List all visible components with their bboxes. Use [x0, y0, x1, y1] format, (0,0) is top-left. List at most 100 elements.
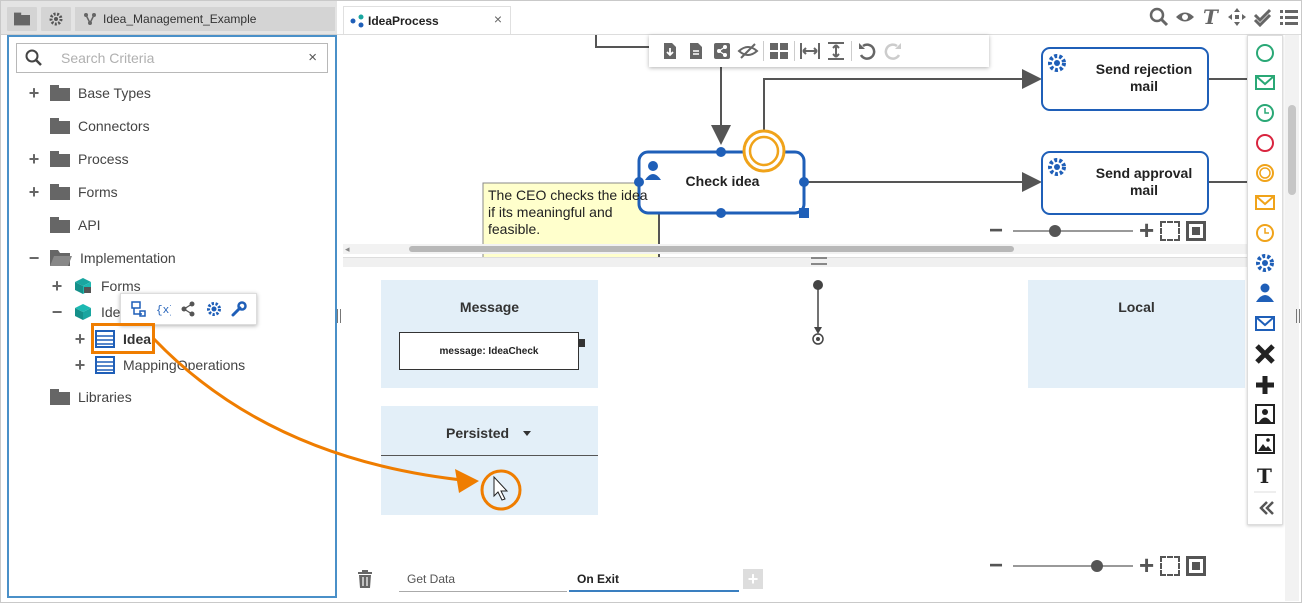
image-icon[interactable]	[1255, 434, 1275, 454]
search-field[interactable]: Search Criteria ×	[16, 43, 328, 73]
scrollbar-thumb[interactable]	[1288, 105, 1296, 195]
fullscreen-icon[interactable]	[1160, 220, 1181, 241]
undo-icon[interactable]	[856, 42, 878, 60]
left-resize-handle[interactable]	[337, 309, 341, 323]
move-icon[interactable]	[1227, 7, 1247, 27]
clear-search-button[interactable]: ×	[308, 49, 317, 66]
local-panel: Local	[1028, 280, 1245, 388]
tree-item-idea-class[interactable]: + Idea	[73, 326, 151, 352]
scroll-left-arrow[interactable]: ◂	[345, 244, 350, 254]
distribute-vertical-icon[interactable]	[825, 42, 847, 60]
zoom-slider-handle[interactable]	[1049, 224, 1061, 237]
add-tab-button[interactable]: +	[743, 569, 763, 589]
share-icon[interactable]	[180, 301, 196, 317]
bottom-zoom-controls: − +	[989, 550, 1207, 581]
download-icon[interactable]	[659, 42, 681, 60]
vertical-scrollbar[interactable]	[1285, 35, 1299, 601]
tree-item-impl-forms[interactable]: + Forms	[50, 273, 141, 299]
zoom-slider-handle[interactable]	[1091, 559, 1103, 572]
text-annotation-icon[interactable]: T	[1257, 464, 1272, 488]
fullscreen-icon[interactable]	[1160, 555, 1181, 576]
expand-toggle[interactable]: +	[51, 275, 63, 296]
tree-item-connectors[interactable]: Connectors	[27, 113, 150, 139]
settings-icon[interactable]	[206, 301, 222, 317]
wrench-icon[interactable]	[231, 301, 247, 317]
fit-view-icon[interactable]	[1186, 220, 1207, 241]
fit-view-icon[interactable]	[1186, 555, 1207, 576]
expand-toggle[interactable]: +	[74, 328, 86, 349]
document-icon[interactable]	[685, 42, 707, 60]
timer-start-icon[interactable]	[1256, 104, 1274, 122]
participant-icon[interactable]	[1255, 404, 1275, 424]
tree-item-label: Libraries	[78, 389, 132, 405]
variable-icon[interactable]: {x}	[155, 301, 171, 317]
collapse-toggle[interactable]: −	[51, 301, 63, 322]
persisted-dropdown[interactable]: Persisted	[381, 425, 598, 441]
splitter-grip[interactable]	[811, 257, 827, 265]
validate-icon[interactable]	[1253, 7, 1273, 27]
message-item[interactable]: message: IdeaCheck	[399, 332, 585, 370]
tree-item-idea-module[interactable]: − Idea	[50, 299, 129, 325]
tree-item-implementation[interactable]: − Implementation	[27, 245, 176, 271]
zoom-out-button[interactable]: −	[989, 551, 1004, 579]
redo-icon[interactable]	[882, 42, 904, 60]
trash-icon[interactable]	[357, 570, 373, 588]
zoom-in-button[interactable]: +	[1139, 550, 1155, 580]
eye-icon[interactable]	[1175, 7, 1195, 27]
zoom-in-button[interactable]: +	[1139, 215, 1155, 245]
settings-tab-button[interactable]	[41, 7, 71, 31]
tab-get-data[interactable]: Get Data	[399, 572, 567, 592]
tree-item-forms[interactable]: + Forms	[27, 179, 118, 205]
folder-tab-button[interactable]	[7, 7, 37, 31]
list-icon[interactable]	[1279, 7, 1299, 27]
hide-icon[interactable]	[737, 42, 759, 60]
grid-icon[interactable]	[768, 42, 790, 60]
end-event-icon[interactable]	[1256, 134, 1274, 152]
intermediate-message-icon[interactable]	[1255, 195, 1275, 210]
user-task-icon[interactable]	[1256, 283, 1274, 303]
parallel-gateway-icon[interactable]	[1256, 376, 1274, 394]
share-icon[interactable]	[711, 42, 733, 60]
tree-item-mapping-operations[interactable]: + MappingOperations	[73, 352, 245, 378]
service-task-icon[interactable]	[1256, 254, 1274, 272]
right-resize-handle[interactable]	[1296, 309, 1300, 323]
text-style-icon[interactable]: T	[1201, 7, 1221, 27]
start-event-icon[interactable]	[1256, 44, 1274, 62]
tree-item-process[interactable]: + Process	[27, 146, 129, 172]
task-send-rejection[interactable]	[1041, 47, 1209, 111]
intermediate-event-icon[interactable]	[1256, 164, 1274, 182]
expand-toggle[interactable]: +	[28, 181, 40, 202]
zoom-out-button[interactable]: −	[989, 216, 1004, 244]
tab-on-exit[interactable]: On Exit	[569, 572, 739, 592]
message-start-icon[interactable]	[1255, 75, 1275, 90]
scrollbar-thumb[interactable]	[409, 246, 1014, 252]
tree-item-api[interactable]: API	[27, 212, 101, 238]
collapse-palette-icon[interactable]	[1259, 501, 1274, 515]
intermediate-timer-icon[interactable]	[1256, 224, 1274, 242]
expand-toggle[interactable]: +	[28, 148, 40, 169]
element-palette: T	[1247, 35, 1283, 525]
toolbar-separator	[851, 41, 852, 61]
send-task-icon[interactable]	[1255, 316, 1275, 331]
search-icon[interactable]	[1149, 7, 1169, 27]
tree-item-base-types[interactable]: + Base Types	[27, 80, 151, 106]
collapse-toggle[interactable]: −	[28, 247, 40, 268]
zoom-slider[interactable]	[1013, 224, 1133, 237]
expand-toggle[interactable]: +	[74, 354, 86, 375]
task-send-approval[interactable]	[1041, 151, 1209, 215]
tree-item-libraries[interactable]: Libraries	[27, 384, 132, 410]
message-port[interactable]	[578, 339, 585, 347]
distribute-horizontal-icon[interactable]	[799, 42, 821, 60]
close-tab-button[interactable]: ×	[493, 11, 502, 27]
new-element-icon[interactable]	[130, 301, 146, 317]
folder-icon	[50, 389, 70, 405]
project-tab-label: Idea_Management_Example	[103, 12, 257, 26]
horizontal-scrollbar[interactable]	[343, 244, 1283, 254]
exclusive-gateway-icon[interactable]	[1255, 344, 1275, 364]
tab-idea-process[interactable]: IdeaProcess ×	[343, 6, 511, 34]
project-tab[interactable]: Idea_Management_Example	[75, 7, 335, 31]
tree-item-label: Forms	[101, 278, 141, 294]
zoom-slider[interactable]	[1013, 559, 1133, 572]
expand-toggle[interactable]: +	[28, 82, 40, 103]
panel-divider	[381, 455, 598, 456]
